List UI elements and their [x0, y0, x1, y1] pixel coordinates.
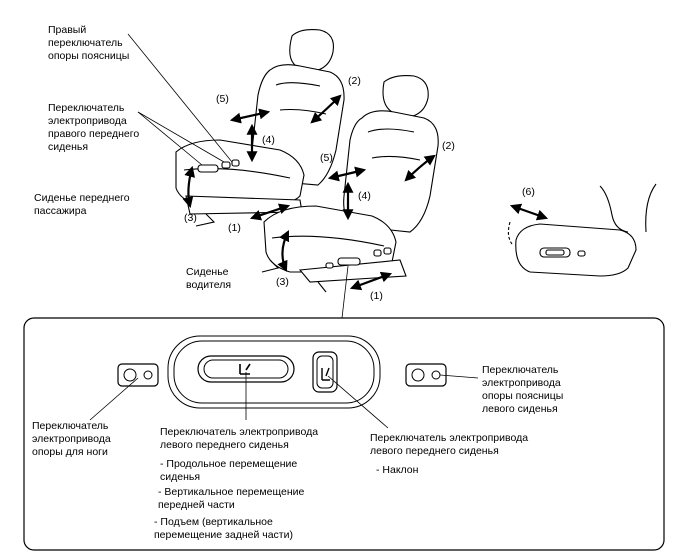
marker-1-driver: (1)	[370, 290, 383, 302]
marker-5-passenger: (5)	[216, 93, 229, 105]
left-front-seat-switch-label-right: Переключатель электропривода левого пере…	[370, 432, 529, 457]
marker-6-leg: (6)	[522, 186, 535, 198]
driver-seat-label: Сиденье водителя	[186, 266, 232, 291]
marker-2-driver: (2)	[442, 140, 455, 152]
passenger-seat-illustration	[175, 29, 345, 227]
driver-seat-illustration	[261, 75, 439, 293]
marker-1-passenger: (1)	[228, 222, 241, 234]
marker-2-passenger: (2)	[348, 75, 361, 87]
marker-3-passenger: (3)	[184, 212, 197, 224]
function-lifter-label: - Подъем (вертикальное перемещение задне…	[154, 516, 293, 541]
left-front-seat-switch-label-center: Переключатель электропривода левого пере…	[160, 426, 319, 451]
left-lumbar-switch-label: Переключатель электропривода опоры поясн…	[482, 364, 564, 415]
function-front-vertical-label: - Вертикальное перемещение передней част…	[158, 486, 305, 511]
passenger-seat-label: Сиденье переднего пассажира	[34, 192, 130, 217]
marker-3-driver: (3)	[276, 276, 289, 288]
leg-support-illustration	[507, 183, 657, 277]
leader-lines-upper	[127, 33, 349, 319]
marker-4-driver: (4)	[358, 190, 371, 202]
function-slide-label: - Продольное перемещение сиденья	[160, 458, 298, 483]
function-recline-label: - Наклон	[376, 464, 419, 476]
right-lumbar-switch-label: Правый переключатель опоры поясницы	[48, 24, 130, 62]
marker-5-driver: (5)	[320, 152, 333, 164]
marker-4-passenger: (4)	[262, 134, 275, 146]
right-power-seat-switch-label: Переключатель электропривода правого пер…	[48, 102, 140, 153]
motion-arrows	[182, 94, 549, 291]
switch-detail-panel	[23, 317, 665, 551]
leg-support-switch-label: Переключатель электропривода опоры для н…	[32, 420, 111, 458]
